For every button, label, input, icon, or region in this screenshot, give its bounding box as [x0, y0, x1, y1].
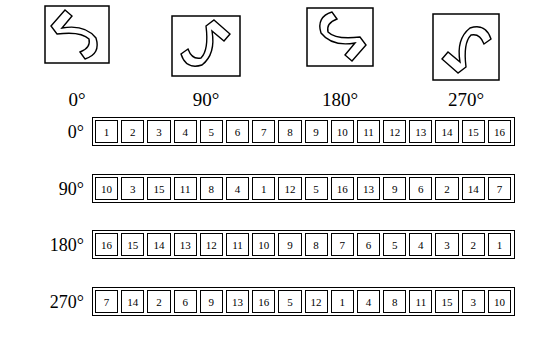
table-cell: 8: [305, 233, 328, 256]
glyph-90: [172, 16, 240, 76]
table-cell: 12: [200, 233, 223, 256]
angle-caption: 180°: [322, 90, 358, 109]
table-cell: 16: [488, 120, 511, 143]
glyph-180: [307, 8, 373, 66]
table-cell: 16: [252, 290, 275, 313]
table-cell: 12: [278, 177, 301, 200]
table-cell: 14: [147, 233, 170, 256]
table-cell: 12: [383, 120, 406, 143]
table-cell: 11: [357, 120, 380, 143]
table-cell: 7: [331, 233, 354, 256]
table-cell: 1: [488, 233, 511, 256]
table-cell: 2: [147, 290, 170, 313]
table-cell: 9: [200, 290, 223, 313]
table-cell: 8: [383, 290, 406, 313]
glyph-0: [45, 6, 109, 63]
angle-caption: 90°: [193, 90, 220, 109]
table-cell: 10: [331, 120, 354, 143]
table-cell: 5: [200, 120, 223, 143]
table-cell: 7: [252, 120, 275, 143]
table-cell: 6: [174, 290, 197, 313]
table-cell: 13: [226, 290, 249, 313]
table-cell: 8: [278, 120, 301, 143]
table-cell: 4: [357, 290, 380, 313]
table-cell: 10: [252, 233, 275, 256]
table-cell: 9: [383, 177, 406, 200]
table-cell: 15: [147, 177, 170, 200]
table-cell: 3: [121, 177, 144, 200]
table-cell: 6: [357, 233, 380, 256]
table-cell: 16: [95, 233, 118, 256]
table-cell: 9: [305, 120, 328, 143]
table-cell: 15: [435, 290, 458, 313]
table-cell: 6: [409, 177, 432, 200]
table-cell: 15: [121, 233, 144, 256]
row-label: 270°: [50, 293, 84, 311]
table-cell: 11: [226, 233, 249, 256]
row-label: 180°: [50, 236, 84, 254]
table-cell: 7: [95, 290, 118, 313]
table-cell: 1: [331, 290, 354, 313]
table-cell: 13: [174, 233, 197, 256]
row-label: 0°: [68, 123, 84, 141]
table-cell: 3: [435, 233, 458, 256]
table-cell: 5: [383, 233, 406, 256]
table-cell: 2: [462, 233, 485, 256]
table-cell: 5: [278, 290, 301, 313]
table-cell: 16: [331, 177, 354, 200]
table-cell: 6: [226, 120, 249, 143]
table-cell: 12: [305, 290, 328, 313]
table-cell: 1: [95, 120, 118, 143]
table-cell: 14: [435, 120, 458, 143]
table-cell: 1: [252, 177, 275, 200]
row-label: 90°: [59, 180, 84, 198]
table-cell: 9: [278, 233, 301, 256]
angle-caption: 0°: [68, 90, 85, 109]
table-cell: 7: [488, 177, 511, 200]
table-cell: 2: [435, 177, 458, 200]
table-cell: 4: [174, 120, 197, 143]
table-cell: 14: [462, 177, 485, 200]
table-cell: 15: [462, 120, 485, 143]
table-cell: 11: [409, 290, 432, 313]
table-cell: 4: [226, 177, 249, 200]
table-cell: 14: [121, 290, 144, 313]
table-cell: 5: [305, 177, 328, 200]
table-cell: 10: [95, 177, 118, 200]
angle-caption: 270°: [448, 90, 484, 109]
table-cell: 2: [121, 120, 144, 143]
table-cell: 13: [409, 120, 432, 143]
table-cell: 11: [174, 177, 197, 200]
table-cell: 8: [200, 177, 223, 200]
table-cell: 10: [488, 290, 511, 313]
glyph-270: [433, 14, 499, 80]
table-cell: 3: [147, 120, 170, 143]
table-cell: 13: [357, 177, 380, 200]
table-cell: 3: [462, 290, 485, 313]
table-cell: 4: [409, 233, 432, 256]
